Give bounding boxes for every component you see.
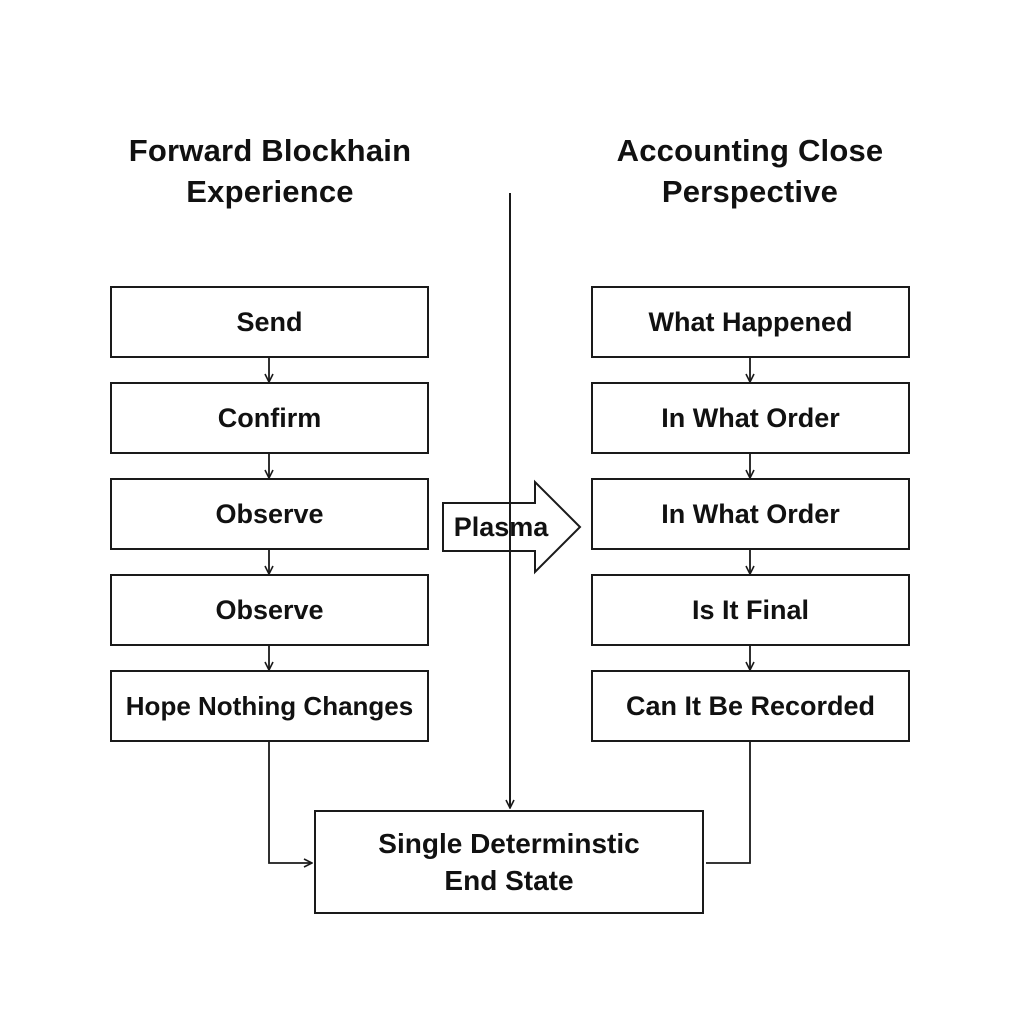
right-heading-line2: Perspective	[661, 174, 839, 209]
plasma-label: Plasma	[453, 512, 549, 542]
end-state-line1: Single Determinstic	[378, 828, 640, 859]
left-elbow-connector	[268, 742, 312, 863]
plasma-block-arrow	[442, 479, 582, 575]
left-step-box: Send	[110, 286, 429, 358]
left-column-heading: Forward Blockhain Experience	[100, 130, 440, 212]
left-step-box: Observe	[110, 574, 429, 646]
right-step-box: Is It Final	[591, 574, 910, 646]
left-step-box: Confirm	[110, 382, 429, 454]
right-step-box: In What Order	[591, 478, 910, 550]
right-step-box: Can It Be Recorded	[591, 670, 910, 742]
right-step-box: In What Order	[591, 382, 910, 454]
end-state-line2: End State	[444, 865, 574, 896]
left-heading-line1: Forward Blockhain	[128, 133, 412, 168]
right-column-heading: Accounting Close Perspective	[580, 130, 920, 212]
right-heading-line1: Accounting Close	[616, 133, 884, 168]
right-step-box: What Happened	[591, 286, 910, 358]
right-elbow-connector	[706, 742, 751, 864]
end-state-box: Single Determinstic End State	[314, 810, 704, 914]
left-heading-line2: Experience	[186, 174, 354, 209]
left-step-box: Hope Nothing Changes	[110, 670, 429, 742]
left-step-box: Observe	[110, 478, 429, 550]
